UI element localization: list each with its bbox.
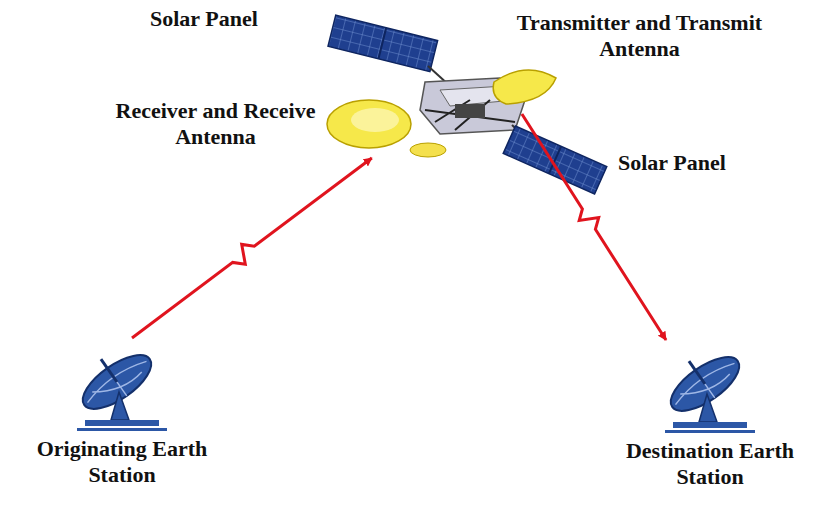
solar-panel bbox=[503, 126, 607, 194]
signal-link bbox=[522, 114, 666, 340]
earth-station: Destination Earth Station bbox=[600, 340, 820, 494]
node-label: Transmitter and Transmit Antenna bbox=[486, 10, 763, 62]
node-label: Originating Earth Station bbox=[26, 436, 218, 488]
part-label: Solar Panel bbox=[618, 150, 726, 176]
satellite-antenna: Transmitter and Transmit Antenna bbox=[482, 6, 767, 114]
earth-station-dish bbox=[67, 342, 177, 434]
transmit-antenna bbox=[486, 62, 566, 110]
node-label: Destination Earth Station bbox=[604, 438, 816, 490]
part-label: Solar Panel bbox=[150, 6, 258, 32]
node-label: Receiver and Receive Antenna bbox=[108, 98, 323, 150]
earth-station-dish bbox=[655, 344, 765, 436]
solar-panel bbox=[328, 15, 438, 71]
signal-link bbox=[132, 158, 372, 338]
satellite-antenna: Receiver and Receive Antenna bbox=[104, 90, 419, 158]
small-antenna bbox=[410, 143, 446, 157]
earth-station: Originating Earth Station bbox=[22, 338, 222, 492]
receive-antenna bbox=[323, 94, 415, 154]
